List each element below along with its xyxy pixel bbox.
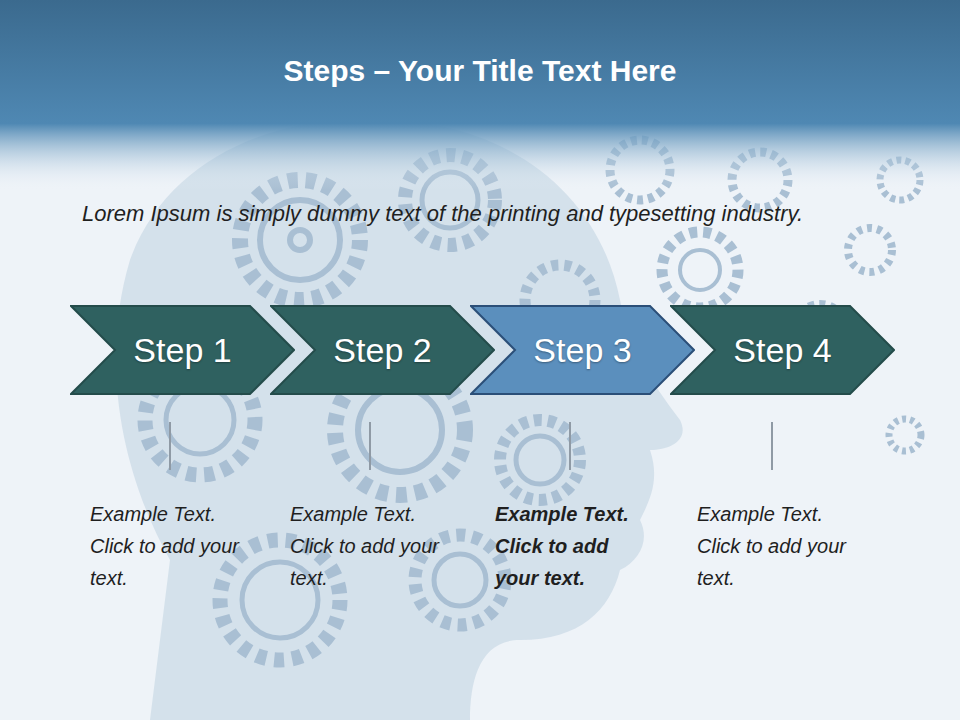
- chevron-label-area: Step 2: [293, 305, 473, 395]
- chevron-label-area: Step 4: [693, 305, 873, 395]
- step-description: Example Text. Click to add your text.: [90, 498, 240, 594]
- intro-text: Lorem Ipsum is simply dummy text of the …: [82, 196, 888, 232]
- step-chevron: Step 3: [470, 305, 695, 395]
- step-label: Step 1: [133, 331, 231, 370]
- chevron-label-area: Step 3: [493, 305, 673, 395]
- step-description: Example Text. Click to add your text.: [290, 498, 440, 594]
- header-band: [0, 0, 960, 190]
- step-description: Example Text. Click to add your text.: [697, 498, 847, 594]
- step-chevron: Step 1: [70, 305, 295, 395]
- step-label: Step 3: [533, 331, 631, 370]
- leader-ticks: [170, 422, 772, 470]
- slide-title: Steps – Your Title Text Here: [0, 54, 960, 88]
- step-label: Step 2: [333, 331, 431, 370]
- step-chevron: Step 2: [270, 305, 495, 395]
- chevron-label-area: Step 1: [93, 305, 273, 395]
- step-chevron: Step 4: [670, 305, 895, 395]
- step-label: Step 4: [733, 331, 831, 370]
- step-description: Example Text. Click to add your text.: [495, 498, 645, 594]
